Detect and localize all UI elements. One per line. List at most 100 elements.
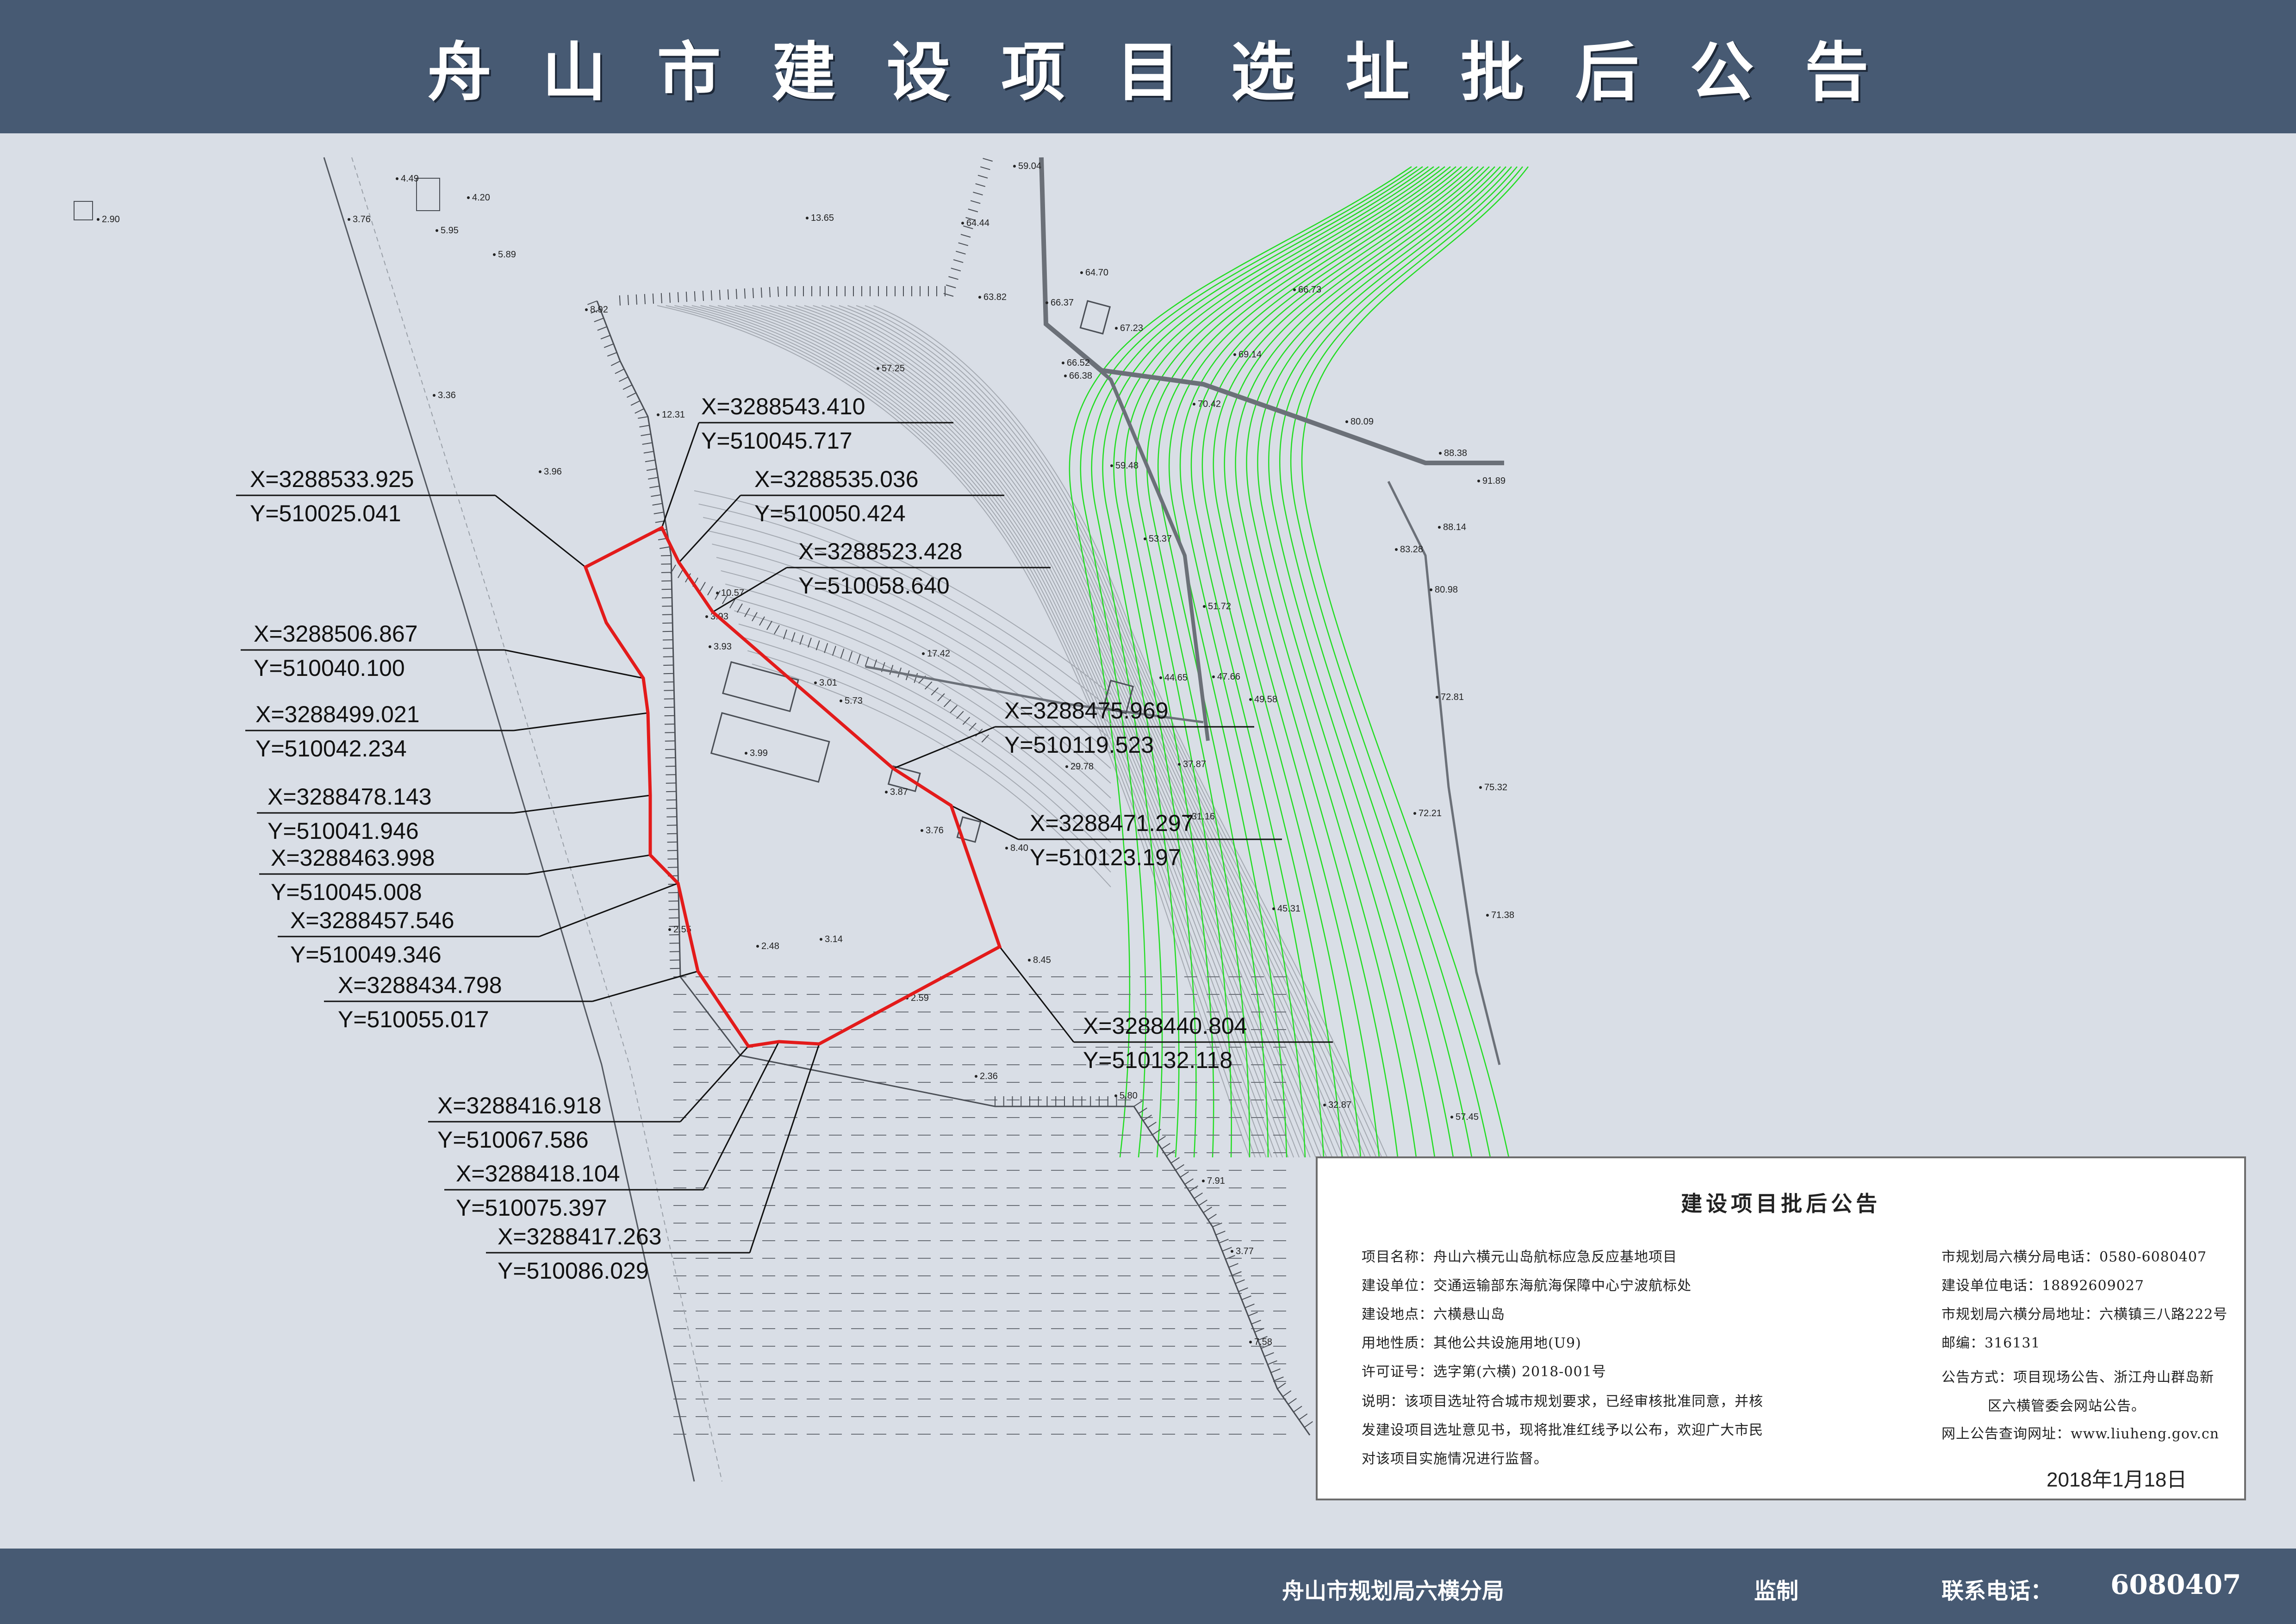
cliff-tick: [660, 546, 670, 549]
cliff-tick: [1261, 1344, 1271, 1349]
cliff-tick: [627, 392, 636, 398]
road: [1045, 322, 1210, 741]
coord-x-label: X=3288417.263: [498, 1224, 662, 1249]
elevation-dot: [1013, 165, 1016, 168]
contour-line: [735, 305, 1300, 1158]
coord-x-label: X=3288535.036: [754, 466, 919, 492]
leader-line: [712, 567, 787, 613]
coord-y-label: Y=510058.640: [798, 573, 950, 599]
contour-line: [787, 305, 1333, 1158]
contour-line: [769, 305, 1322, 1158]
cliff-tick: [965, 217, 976, 221]
contour-line-green: [1102, 166, 1429, 1158]
cliff-tick: [646, 468, 657, 471]
elevation-dot: [1062, 362, 1064, 364]
contour-line: [813, 305, 1350, 1158]
notice-left-line: 项目名称：舟山六横元山岛航标应急反应基地项目: [1362, 1249, 1677, 1265]
coord-y-label: Y=510123.197: [1030, 844, 1181, 870]
notice-left-line: 对该项目实施情况进行监督。: [1362, 1451, 1548, 1467]
elevation-dot: [978, 296, 981, 299]
elevation-dot: [1430, 588, 1432, 591]
contour-line-green: [1190, 166, 1473, 1158]
elevation-dot: [97, 218, 100, 221]
cliff-tick: [737, 603, 743, 613]
contour-line-green: [1279, 166, 1518, 1158]
cliff-tick: [651, 494, 661, 497]
elevation-dot: [1395, 548, 1398, 551]
building: [1079, 300, 1111, 335]
contour-line-green: [1290, 166, 1523, 1158]
cliff-tick: [1212, 1222, 1222, 1227]
elevation-dot: [1212, 675, 1215, 678]
cliff-tick: [678, 568, 684, 578]
contour-line-green: [1091, 166, 1423, 1158]
cliff-tick: [641, 433, 651, 437]
cliff-tick: [1248, 1312, 1258, 1317]
cliff-tick: [1189, 1185, 1198, 1192]
coord-y-label: Y=510050.424: [754, 500, 906, 526]
elevation-label: 32.87: [1328, 1100, 1351, 1110]
notice-right-line: 邮编：316131: [1941, 1335, 2041, 1351]
cliff-tick: [619, 376, 628, 382]
elevation-label: 7.91: [1207, 1176, 1225, 1186]
coord-x-label: X=3288499.021: [255, 701, 420, 727]
cliff-tick: [1228, 1263, 1238, 1268]
cliff-tick: [1282, 1390, 1292, 1397]
elevation-label: 7.58: [1254, 1337, 1272, 1347]
coord-x-label: X=3288434.798: [338, 972, 502, 998]
elevation-dot: [436, 229, 438, 232]
cliff-tick: [948, 276, 958, 280]
elevation-label: 3.99: [750, 748, 768, 758]
elevation-dot: [1477, 480, 1480, 482]
elevation-dot: [705, 615, 708, 618]
contour-line: [795, 305, 1338, 1158]
header-banner: 舟山市建设项目选址批后公告: [0, 0, 2296, 133]
footer-phone: 6080407: [2110, 1569, 2241, 1600]
contour-line-green: [1246, 166, 1501, 1158]
building: [710, 712, 830, 783]
cliff-tick: [973, 192, 983, 196]
map-features: [74, 157, 1504, 1482]
cliff-tick: [1203, 1206, 1212, 1213]
cliff-tick: [1180, 1171, 1189, 1178]
cliff-tick: [824, 643, 828, 653]
page-title: 舟山市建设项目选址批后公告: [427, 34, 1920, 110]
elevation-dot: [745, 752, 747, 755]
notice-right-line: 区六横管委会网站公告。: [1988, 1398, 2146, 1414]
coord-x-label: X=3288463.998: [271, 845, 435, 871]
elevation-label: 66.52: [1067, 358, 1090, 368]
elevation-label: 2.90: [102, 214, 120, 225]
elevation-label: 3.76: [353, 214, 371, 225]
elevation-dot: [493, 253, 496, 256]
coord-y-label: Y=510049.346: [290, 942, 442, 968]
elevation-dot: [1479, 786, 1482, 789]
contour-line-green: [1157, 166, 1456, 1158]
elevation-label: 4.20: [472, 193, 490, 203]
cliff-tick: [1170, 1157, 1180, 1164]
cliff-tick: [1241, 1295, 1251, 1300]
elevation-label: 69.14: [1238, 350, 1262, 360]
contour-line-green: [1069, 166, 1412, 1158]
cliff-tick: [594, 318, 604, 322]
elevation-label: 47.66: [1217, 672, 1240, 682]
contour-line-green: [1179, 166, 1468, 1158]
elevation-dot: [1272, 907, 1275, 910]
notice-date: 2018年1月18日: [2047, 1468, 2187, 1491]
contour-line: [698, 503, 1111, 710]
cliff-tick: [591, 309, 601, 314]
coord-x-label: X=3288533.925: [250, 466, 414, 492]
elevation-dot: [921, 829, 923, 832]
leader-line: [678, 494, 741, 563]
cliff-tick: [848, 651, 853, 662]
cliff-tick: [943, 293, 954, 297]
contour-line: [694, 490, 1111, 695]
elevation-label: 83.28: [1400, 544, 1423, 555]
elevation-label: 4.49: [401, 174, 419, 184]
contour-line: [752, 305, 1311, 1158]
elevation-dot: [585, 308, 588, 311]
elevation-dot: [1005, 847, 1008, 849]
elevation-label: 49.58: [1254, 694, 1277, 705]
footer-phone-label: 联系电话：: [1941, 1578, 2053, 1604]
elevation-dot: [806, 217, 809, 219]
contour-line-green: [1080, 166, 1418, 1158]
